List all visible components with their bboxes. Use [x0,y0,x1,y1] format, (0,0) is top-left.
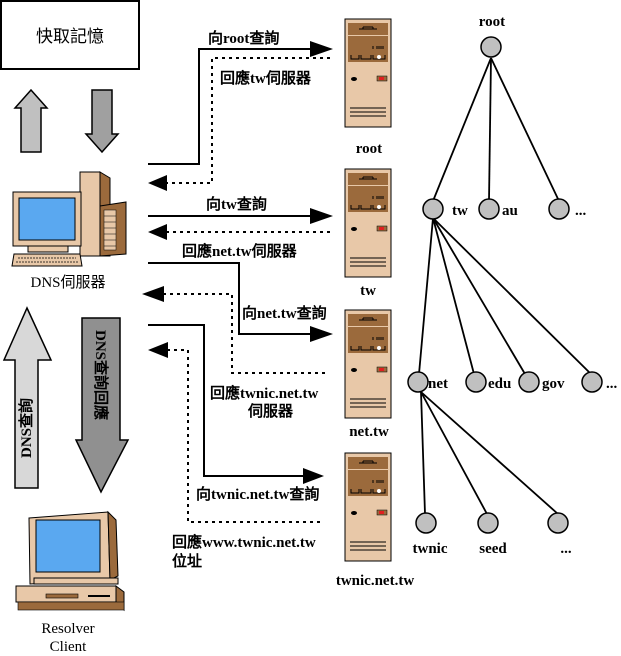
tree-label-root: root [479,14,505,30]
cache-memory-box: 快取記憶 [0,0,140,70]
flow-reply-twnic: 回應www.twnic.net.tw 位址 [148,342,320,570]
arrowhead-left-icon [148,175,167,191]
flow-label-line2: 伺服器 [247,402,294,420]
flow-label: 向tw查詢 [206,195,267,213]
server-twnic-net-tw: twnic.net.tw [336,452,414,589]
tree-node-twnic [415,512,437,534]
flow-query-root: 向root查詢 [148,29,333,165]
tree-label-twnic: twnic [413,541,448,557]
dns-response-arrow: DNS查詢回應 [74,317,130,494]
tree-label-seed: seed [479,541,507,557]
arrowhead-right-icon [310,208,333,224]
server-tower-icon [344,452,392,562]
tree-label-net: net [428,376,448,392]
tree-label-etc-1: ... [575,203,587,219]
dns-server-label: DNS伺服器 [30,274,105,291]
flow-reply-net-tw: 回應twnic.net.tw 伺服器 [142,286,325,420]
dns-server-computer-icon [11,171,127,267]
tree-node-edu [465,371,487,393]
server-label: net.tw [349,424,389,440]
server-tower-icon [344,309,392,419]
tree-label-etc-3: ... [560,541,572,557]
server-label: twnic.net.tw [336,573,414,589]
tree-node-root [480,36,502,58]
server-tower-icon [344,168,392,278]
tree-node-etc-1 [548,198,570,220]
flow-label-line2: 位址 [172,552,202,570]
flow-query-tw: 向tw查詢 [148,195,333,224]
tree-label-etc-2: ... [606,376,618,392]
tree-label-edu: edu [488,376,511,392]
flow-label: 向twnic.net.tw查詢 [196,485,319,503]
flow-label: 回應tw伺服器 [220,69,312,87]
flow-label: 向net.tw查詢 [242,304,327,322]
dns-response-label: DNS查詢回應 [92,330,110,420]
cache-read-arrow-icon [84,89,120,154]
tree-node-etc-3 [547,512,569,534]
tree-node-etc-2 [581,371,603,393]
tree-node-net [407,371,429,393]
arrowhead-right-icon [310,41,333,57]
server-label: tw [360,283,376,299]
tree-label-au: au [502,203,518,219]
tree-node-tw [422,198,444,220]
dns-query-label: DNS查詢 [17,398,35,458]
domain-tree: root tw au ... net edu gov ... twnic see… [407,14,618,557]
server-tower-icon [344,18,392,128]
flow-reply-tw: 回應net.tw伺服器 [148,224,330,260]
server-net-tw: net.tw [344,309,392,440]
flow-reply-root: 回應tw伺服器 [148,57,330,191]
tree-label-gov: gov [542,376,565,392]
flow-label-line1: 回應twnic.net.tw [210,384,318,402]
arrowhead-right-icon [310,326,333,342]
tree-node-gov [518,371,540,393]
flow-query-net-tw: 向net.tw查詢 [148,262,333,342]
server-tw: tw [344,168,392,299]
cache-write-arrow-icon [13,88,49,153]
flow-label: 回應net.tw伺服器 [182,242,298,260]
resolver-label-line1: Resolver [41,621,94,637]
cache-memory-label: 快取記憶 [36,27,104,46]
dns-query-arrow: DNS查詢 [2,306,53,489]
flow-label-line1: 回應www.twnic.net.tw [172,533,316,551]
flow-label: 向root查詢 [208,29,279,47]
resolver-client-computer-icon [15,510,125,612]
arrowhead-left-icon [148,342,168,358]
resolver-label-line2: Client [50,639,87,655]
arrowhead-right-icon [303,468,324,484]
tree-label-tw: tw [452,203,468,219]
tree-node-au [478,198,500,220]
arrowhead-left-icon [142,286,164,302]
arrowhead-left-icon [148,224,167,240]
server-label: root [356,141,382,157]
tree-node-seed [477,512,499,534]
flow-query-twnic: 向twnic.net.tw查詢 [148,324,324,503]
server-root: root [344,18,392,157]
